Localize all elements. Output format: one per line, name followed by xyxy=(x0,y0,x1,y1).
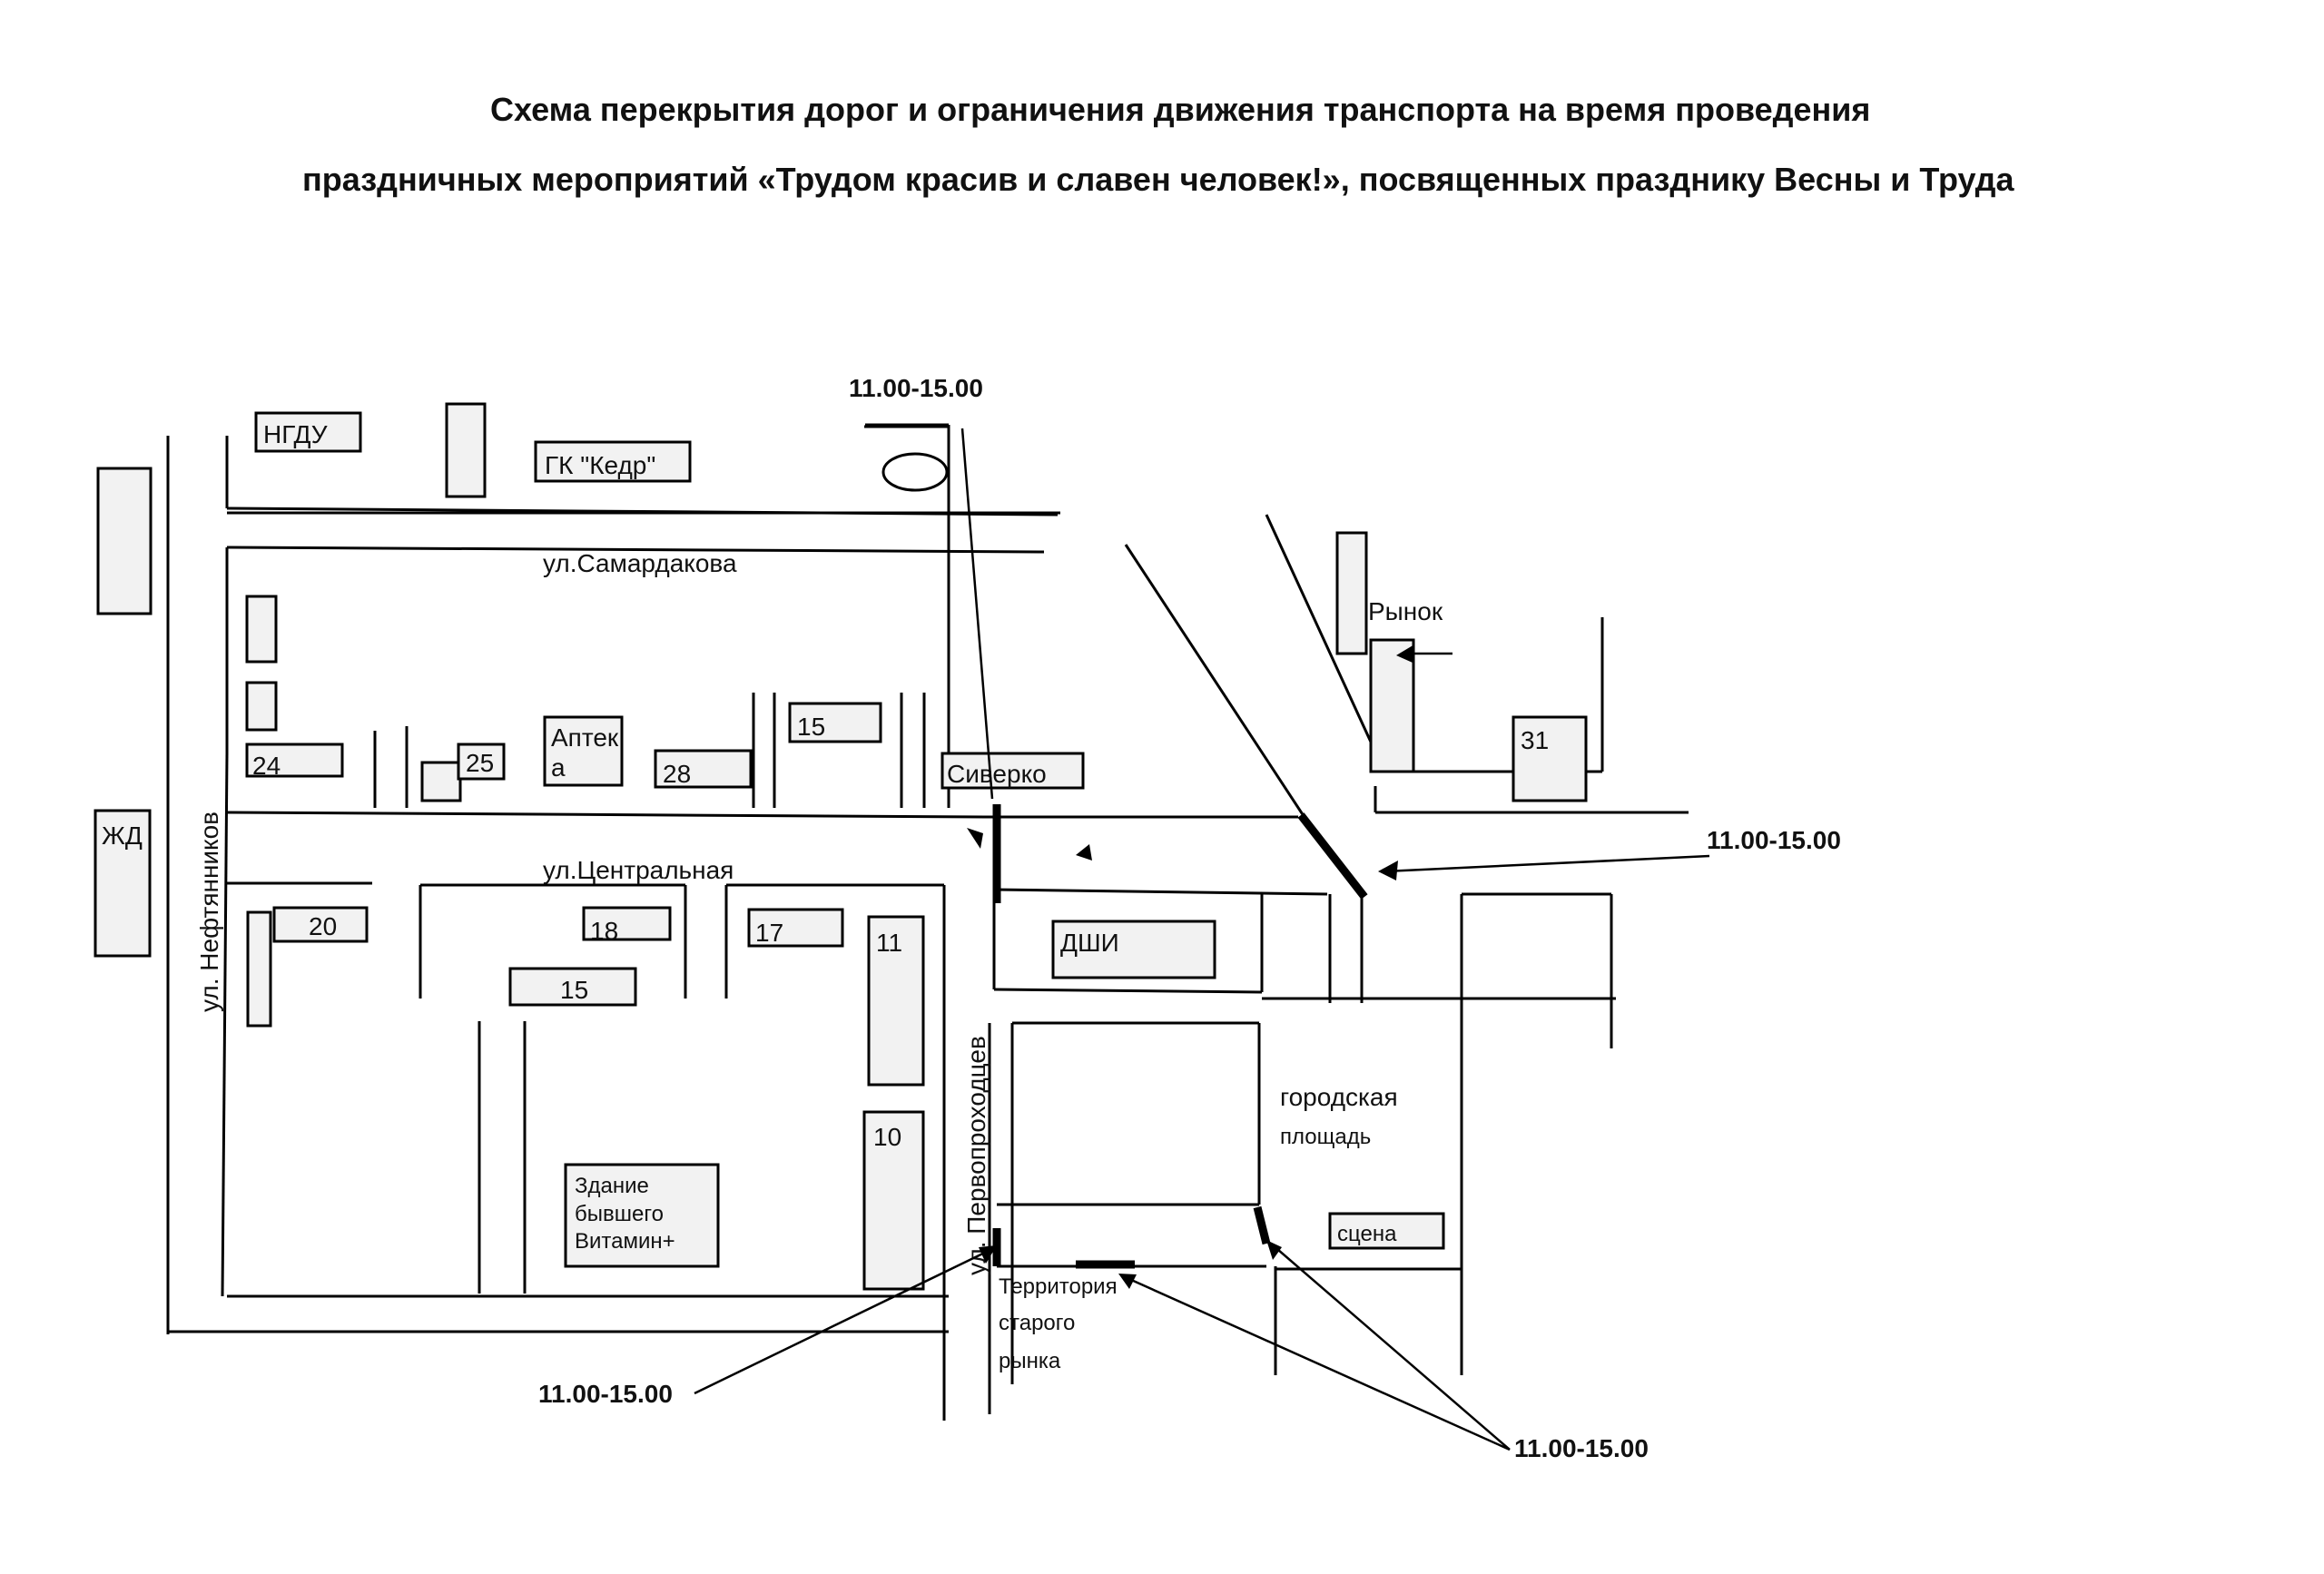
label-ploshchad: площадь xyxy=(1280,1125,1371,1149)
direction-marker-1 xyxy=(967,828,983,849)
title-line-1: Схема перекрытия дорог и ограничения дви… xyxy=(490,91,1870,128)
closure-time-bottom-left: 11.00-15.00 xyxy=(538,1380,673,1408)
building-11 xyxy=(867,915,925,1087)
label-ngdu: НГДУ xyxy=(263,420,328,448)
label-siverko: Сиверко xyxy=(947,760,1047,788)
building-28 xyxy=(654,749,753,789)
building-left-top xyxy=(96,467,153,615)
building-zhd xyxy=(94,809,152,958)
building-31 xyxy=(1512,715,1588,802)
arrowhead-bottom-right-a xyxy=(1118,1274,1137,1289)
arrow-bottom-left xyxy=(694,1246,995,1395)
arrow-bottom-right-a xyxy=(1120,1274,1511,1451)
closure-time-right: 11.00-15.00 xyxy=(1707,826,1841,854)
arrowhead-bottom-left xyxy=(979,1245,997,1264)
buildings xyxy=(94,402,1588,1291)
title-line-2: праздничных мероприятий «Трудом красив и… xyxy=(302,161,2014,198)
street-centralnaya: ул.Центральная xyxy=(543,856,734,884)
arrowhead-right xyxy=(1378,861,1398,880)
label-28: 28 xyxy=(663,760,691,788)
closure-time-bottom-right: 11.00-15.00 xyxy=(1514,1434,1649,1462)
closure-bar-right xyxy=(1297,812,1368,900)
building-dshi xyxy=(1051,920,1216,979)
road-closures xyxy=(992,804,1368,1269)
label-dshi: ДШИ xyxy=(1060,929,1119,957)
building-25 xyxy=(457,743,506,781)
arrowhead-bottom-right-b xyxy=(1266,1240,1282,1260)
building-10 xyxy=(862,1110,925,1291)
label-territory-1: Территория xyxy=(999,1274,1118,1299)
label-15-top: 15 xyxy=(797,713,825,741)
building-a xyxy=(245,595,278,664)
building-left-vert xyxy=(246,910,272,1028)
direction-marker-2 xyxy=(1076,844,1092,861)
label-10: 10 xyxy=(873,1123,901,1151)
label-gorodskaya: городская xyxy=(1280,1083,1398,1111)
label-25: 25 xyxy=(466,749,494,777)
arrow-bottom-right-b xyxy=(1270,1243,1511,1451)
building-rynok xyxy=(1369,638,1415,773)
building-tall-top xyxy=(445,402,487,498)
building-15-top xyxy=(788,702,882,743)
label-apteka-2: а xyxy=(551,753,566,782)
street-lines xyxy=(166,423,1689,1421)
label-31: 31 xyxy=(1521,726,1549,754)
building-ngdu xyxy=(254,411,362,453)
label-vitamin-2: бывшего xyxy=(575,1202,664,1226)
building-b xyxy=(245,681,278,732)
street-pervoprohodcev: ул. Первопроходцев xyxy=(962,1036,990,1275)
label-20: 20 xyxy=(309,912,337,940)
label-15-bottom: 15 xyxy=(560,976,588,1004)
arrow-right xyxy=(1384,854,1710,873)
building-rynok-a xyxy=(1335,531,1368,655)
building-18 xyxy=(582,906,672,941)
pointer-arrows xyxy=(694,428,1710,1451)
arrowhead-rynok xyxy=(1396,644,1414,663)
label-territory-3: рынка xyxy=(999,1349,1061,1373)
building-20 xyxy=(272,906,369,943)
label-18: 18 xyxy=(590,917,618,945)
label-rynok: Рынок xyxy=(1368,597,1443,625)
arrow-top xyxy=(960,428,994,800)
label-17: 17 xyxy=(755,919,783,947)
label-vitamin-1: Здание xyxy=(575,1174,649,1198)
building-24 xyxy=(245,743,344,778)
label-zhd: ЖД xyxy=(102,821,143,850)
label-apteka-1: Аптек xyxy=(551,723,619,752)
label-vitamin-3: Витамин+ xyxy=(575,1229,675,1254)
closure-bar-bottom-right xyxy=(1253,1205,1271,1245)
building-17 xyxy=(747,908,844,948)
building-stsena xyxy=(1328,1212,1445,1250)
street-samardakova: ул.Самардакова xyxy=(543,549,737,577)
label-kedr: ГК "Кедр" xyxy=(545,451,655,479)
building-vitamin xyxy=(564,1163,720,1268)
building-15-bottom xyxy=(508,967,637,1007)
label-24: 24 xyxy=(252,752,281,780)
label-territory-2: старого xyxy=(999,1311,1075,1335)
building-siverko xyxy=(940,752,1085,790)
label-stsena: сцена xyxy=(1337,1222,1397,1246)
roundabout xyxy=(881,452,949,492)
label-11: 11 xyxy=(876,929,902,957)
building-kedr xyxy=(534,440,692,483)
building-apteka xyxy=(543,715,624,787)
closure-time-top: 11.00-15.00 xyxy=(849,374,983,402)
building-25a xyxy=(420,761,462,802)
street-neftyannikov: ул. Нефтянников xyxy=(195,812,223,1012)
